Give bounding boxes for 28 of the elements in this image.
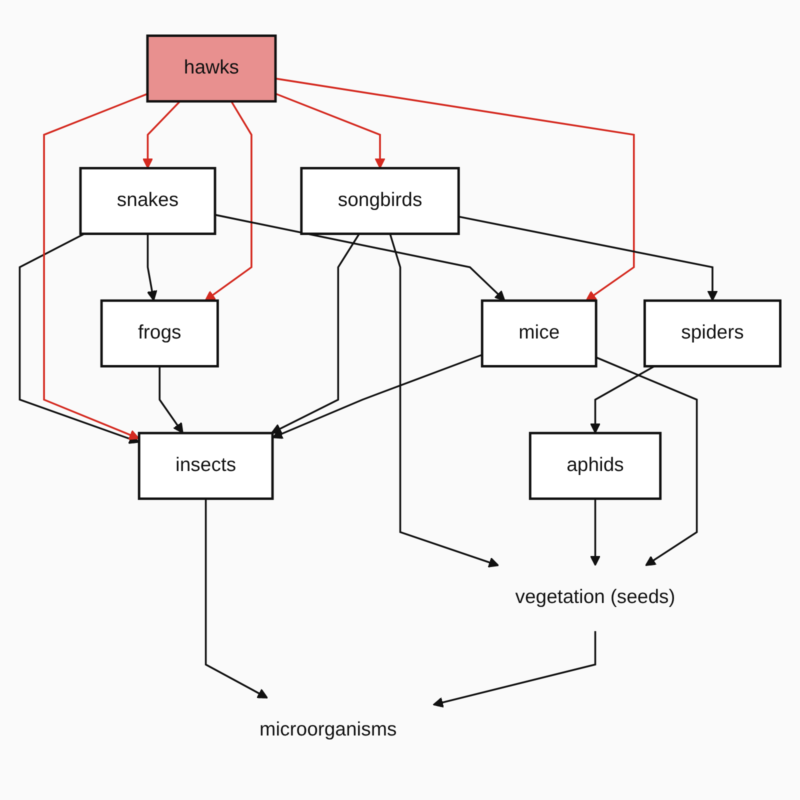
node-box: hawks xyxy=(146,34,277,103)
node-box: spiders xyxy=(643,300,782,368)
arrow xyxy=(146,234,158,302)
node-text: microorganisms xyxy=(260,720,397,741)
node-box: frogs xyxy=(100,300,219,368)
arrow xyxy=(458,216,718,302)
arrow xyxy=(272,354,482,440)
arrow xyxy=(214,214,506,302)
arrow xyxy=(590,366,655,434)
arrow xyxy=(43,93,148,440)
node-box: songbirds xyxy=(300,167,460,236)
arrow xyxy=(389,234,500,568)
arrow xyxy=(275,78,635,302)
arrow xyxy=(158,366,184,434)
arrow xyxy=(275,93,386,169)
node-box: aphids xyxy=(528,432,662,500)
node-box: insects xyxy=(138,432,274,500)
arrow xyxy=(270,234,360,434)
node-box: mice xyxy=(480,300,598,368)
node-box: snakes xyxy=(79,167,216,236)
arrow xyxy=(18,233,140,444)
arrow xyxy=(432,631,596,708)
arrow xyxy=(204,101,252,302)
arrow xyxy=(590,499,601,566)
arrow xyxy=(596,356,698,566)
node-text: vegetation (seeds) xyxy=(515,588,676,608)
arrow xyxy=(142,101,181,169)
arrow xyxy=(204,499,268,699)
